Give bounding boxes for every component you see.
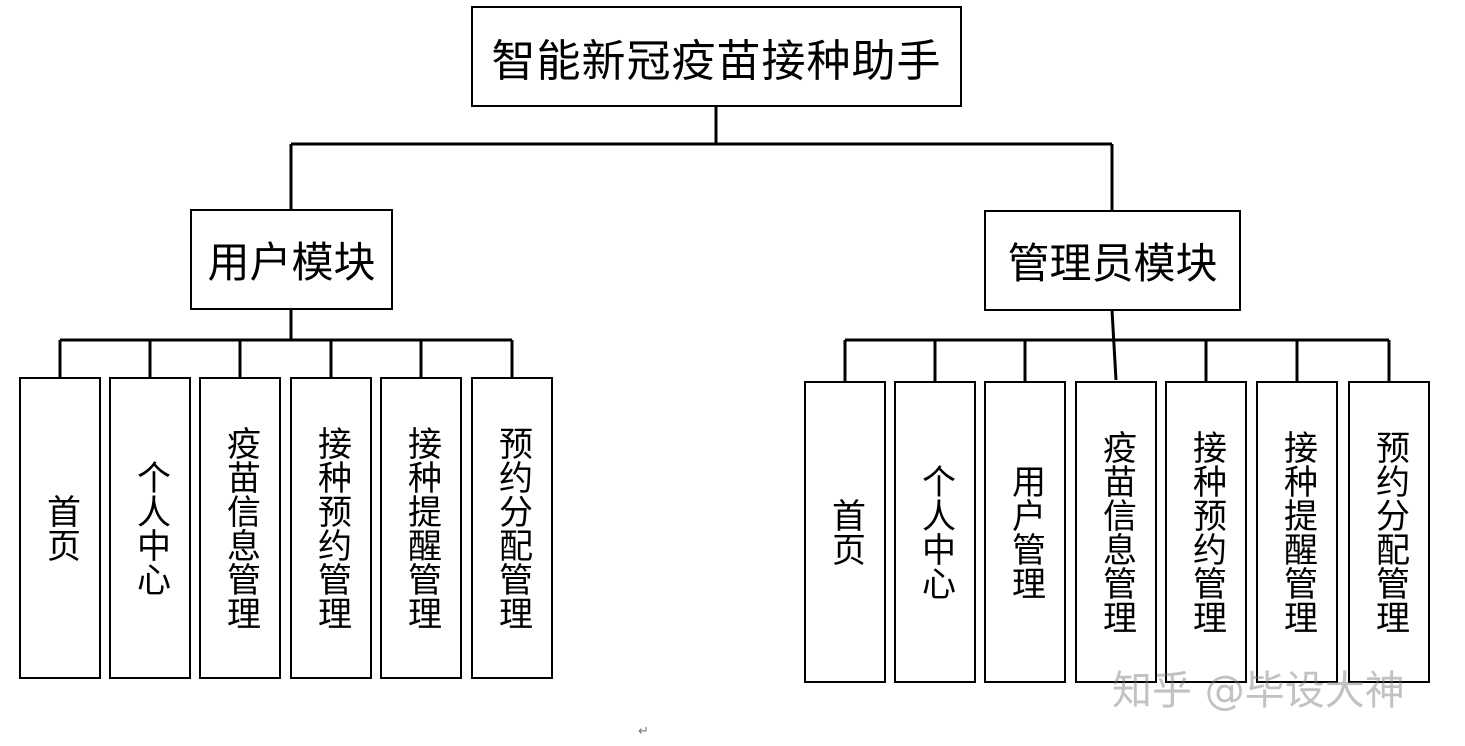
user-leaf-label-appointment: 接种预约管理 (311, 426, 352, 630)
admin-leaf-label-user-management: 用户管理 (1005, 464, 1046, 600)
title-text: 智能新冠疫苗接种助手 (491, 35, 942, 87)
user-leaf-box-appointment: 接种预约管理 (290, 377, 372, 679)
user-leaf-label-home: 首页 (40, 494, 81, 562)
admin-leaf-box-allocation: 预约分配管理 (1348, 381, 1430, 683)
user-leaf-box-allocation: 预约分配管理 (471, 377, 553, 679)
user-leaf-box-profile: 个人中心 (109, 377, 191, 679)
admin-leaf-box-reminder: 接种提醒管理 (1256, 381, 1338, 683)
paragraph-mark: ↵ (638, 724, 649, 739)
admin-leaf-label-profile: 个人中心 (915, 464, 956, 600)
admin-leaf-label-appointment: 接种预约管理 (1186, 430, 1227, 634)
user-leaf-label-reminder: 接种提醒管理 (401, 426, 442, 630)
title-box: 智能新冠疫苗接种助手 (471, 6, 962, 107)
user-module-box: 用户模块 (190, 209, 393, 310)
admin-leaf-label-reminder: 接种提醒管理 (1277, 430, 1318, 634)
user-leaf-box-vaccine-info: 疫苗信息管理 (199, 377, 281, 679)
user-leaf-label-vaccine-info: 疫苗信息管理 (220, 426, 261, 630)
zhihu-watermark: 知乎 @毕设大神 (1112, 668, 1405, 714)
user-leaf-label-profile: 个人中心 (130, 460, 171, 596)
admin-leaf-label-allocation: 预约分配管理 (1369, 430, 1410, 634)
admin-leaf-box-profile: 个人中心 (894, 381, 976, 683)
admin-module-box: 管理员模块 (984, 210, 1241, 311)
admin-stem-line (1110, 309, 1118, 381)
admin-leaf-label-vaccine-info: 疫苗信息管理 (1096, 430, 1137, 634)
admin-leaf-box-appointment: 接种预约管理 (1165, 381, 1247, 683)
admin-leaf-box-home: 首页 (804, 381, 886, 683)
admin-leaf-label-home: 首页 (825, 498, 866, 566)
user-leaf-box-reminder: 接种提醒管理 (380, 377, 462, 679)
user-leaf-box-home: 首页 (19, 377, 101, 679)
admin-module-label: 管理员模块 (1007, 239, 1218, 288)
user-leaf-label-allocation: 预约分配管理 (492, 426, 533, 630)
admin-leaf-box-user-management: 用户管理 (984, 381, 1066, 683)
admin-leaf-box-vaccine-info: 疫苗信息管理 (1075, 381, 1157, 683)
user-module-label: 用户模块 (207, 238, 376, 287)
